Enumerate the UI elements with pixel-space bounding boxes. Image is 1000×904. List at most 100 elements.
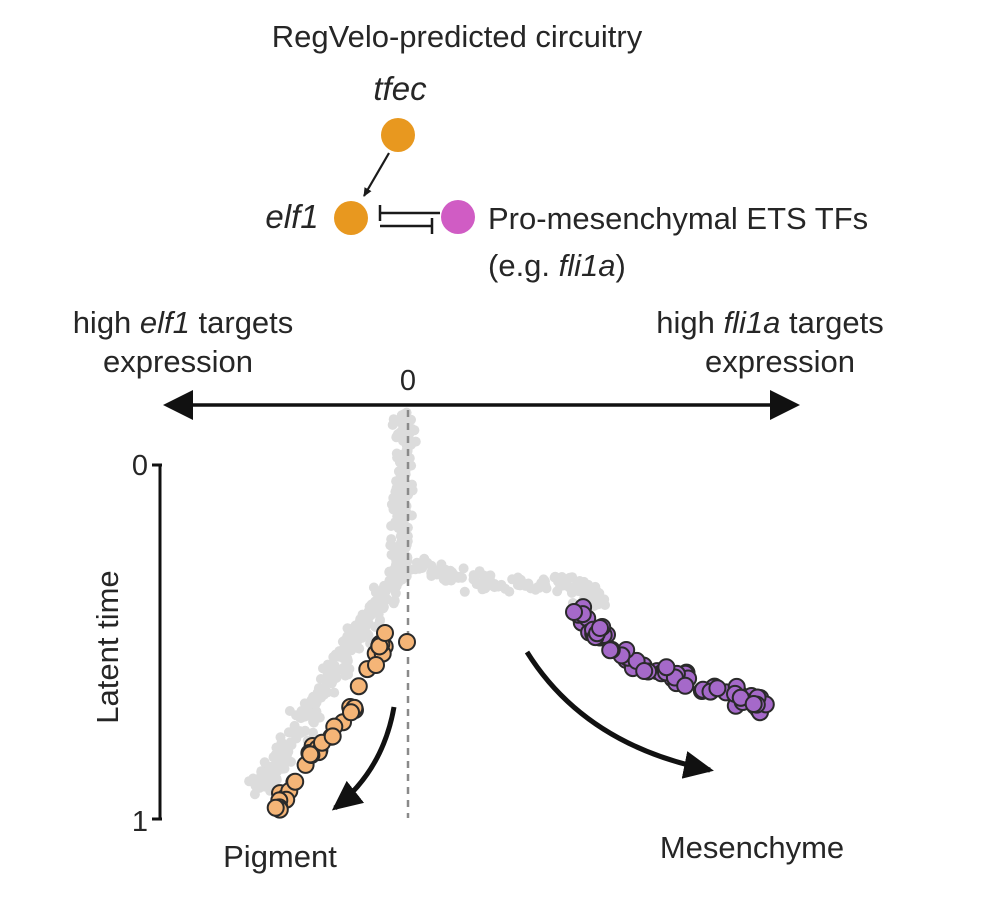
background-cell <box>339 635 350 646</box>
background-cell <box>280 744 291 755</box>
background-cell <box>459 586 470 597</box>
latent-time-axis: Latent time 0 1 <box>90 450 162 838</box>
background-cell <box>370 587 381 598</box>
mesenchyme-trajectory-arrow <box>524 650 714 779</box>
background-cell <box>397 413 408 424</box>
background-cell <box>391 546 402 557</box>
background-cell <box>391 579 402 590</box>
background-cell <box>387 419 398 430</box>
mesenchyme-cell <box>676 676 695 695</box>
pigment-trajectory-arrow <box>331 706 397 811</box>
background-cell <box>396 520 406 531</box>
background-cell <box>458 563 469 574</box>
background-cell <box>342 655 353 666</box>
background-cell <box>321 676 332 687</box>
background-cell <box>445 565 456 576</box>
background-cell <box>286 756 296 767</box>
axis-arrow-left <box>163 390 193 420</box>
background-cell <box>478 570 489 581</box>
background-cell <box>327 658 338 669</box>
background-cell <box>354 643 365 654</box>
background-cell <box>316 692 327 703</box>
background-cell <box>422 557 433 568</box>
background-cell <box>391 448 402 459</box>
background-cell <box>411 557 422 568</box>
pigment-cell <box>342 703 360 722</box>
background-cell <box>376 600 386 610</box>
background-cell <box>348 626 359 637</box>
background-cell <box>300 711 310 722</box>
background-cell <box>398 528 409 539</box>
mesenchyme-cell <box>591 619 609 637</box>
axis-arrow-right <box>770 390 800 420</box>
axis-zero-label: 0 <box>400 365 416 397</box>
background-cell <box>384 575 395 586</box>
pigment-cell <box>301 745 320 764</box>
mesenchyme-cell <box>635 662 654 680</box>
pigment-label: Pigment <box>223 839 337 874</box>
background-cell <box>468 570 479 581</box>
pigment-cell <box>286 772 305 791</box>
background-cell <box>401 501 412 511</box>
background-cell <box>345 645 355 656</box>
pigment-cell <box>376 624 394 642</box>
background-cell <box>484 580 495 591</box>
background-cell <box>386 534 397 545</box>
background-cell <box>275 756 286 767</box>
background-cell <box>259 773 269 784</box>
circuit-title: RegVelo-predicted circuitry <box>272 19 643 54</box>
mesenchyme-cell <box>744 695 763 713</box>
background-cell <box>516 576 527 587</box>
circuit-diagram: RegVelo-predicted circuitry tfec elf1 Pr… <box>265 19 868 283</box>
elf1-label: elf1 <box>265 198 318 235</box>
elf1-node <box>334 201 368 235</box>
background-cell <box>355 614 366 625</box>
background-cell <box>525 583 536 594</box>
background-cell <box>407 479 417 490</box>
background-cell <box>285 737 296 748</box>
background-cell <box>391 476 402 487</box>
left-axis-label-line1: high elf1 targets <box>73 305 294 340</box>
latent-time-label: Latent time <box>90 570 125 723</box>
pigment-cell <box>266 798 285 817</box>
tfec-node <box>381 118 415 152</box>
mesenchyme-cell <box>657 658 676 677</box>
background-cell <box>394 457 405 468</box>
pigment-cell <box>323 727 342 746</box>
background-cell <box>572 582 583 593</box>
pigment-cell <box>367 656 385 674</box>
background-cell <box>308 727 318 738</box>
background-cell <box>289 720 300 731</box>
background-cell <box>291 729 302 740</box>
right-axis-label-line1: high fli1a targets <box>656 305 884 340</box>
background-cell <box>396 488 406 499</box>
right-axis-label-line2: expression <box>705 344 855 379</box>
background-cell <box>600 600 610 610</box>
background-cell <box>485 570 496 581</box>
background-cell <box>267 762 278 773</box>
mesenchyme-label: Mesenchyme <box>660 830 844 865</box>
background-cell <box>374 616 385 627</box>
background-cell <box>331 672 342 683</box>
background-cell <box>594 588 604 599</box>
pigment-cell <box>398 633 416 651</box>
background-cell <box>390 588 401 599</box>
mesenchyme-cell <box>565 603 583 621</box>
ets-example-label: (e.g. fli1a) <box>488 248 626 283</box>
pigment-cell <box>349 677 368 696</box>
background-cell <box>406 510 417 521</box>
background-cell <box>583 579 594 590</box>
pigment-cells <box>266 624 416 819</box>
mesenchyme-cell <box>708 679 727 698</box>
background-cell <box>581 589 592 599</box>
background-cell <box>504 586 515 597</box>
mesenchyme-cell <box>601 641 620 660</box>
ets-label: Pro-mesenchymal ETS TFs <box>488 201 868 236</box>
background-cell <box>357 625 368 636</box>
background-cell <box>426 567 437 578</box>
latent-time-tick-0: 0 <box>132 450 148 482</box>
background-cell <box>446 575 457 586</box>
background-cell <box>344 663 355 674</box>
background-cell <box>410 436 421 447</box>
